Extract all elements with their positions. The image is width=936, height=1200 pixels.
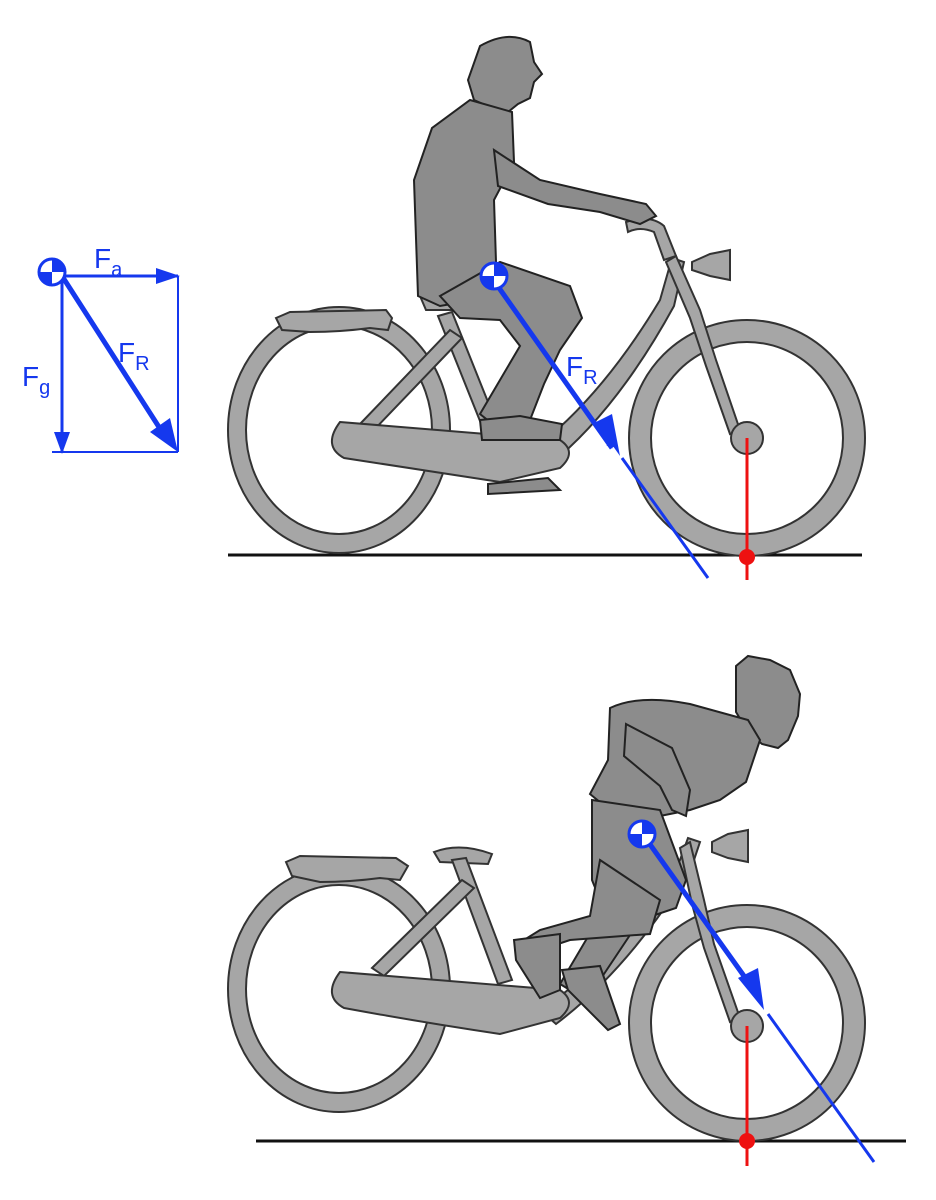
upper-bicycle — [227, 217, 866, 558]
contact-point-icon — [739, 1133, 755, 1149]
legend-fg-label: Fg — [22, 361, 50, 399]
upper-fr-arrowhead — [596, 414, 620, 456]
upper-rider-arm — [492, 148, 658, 226]
center-of-mass-icon — [479, 261, 509, 291]
lower-rider-foot-front — [560, 964, 622, 1032]
upper-scene: FR — [227, 35, 866, 580]
contact-point-icon — [739, 549, 755, 565]
upper-rear-rack — [274, 308, 394, 334]
fr-vector — [59, 274, 169, 440]
lower-saddle — [432, 846, 494, 866]
fr-arrowhead — [150, 418, 178, 452]
center-of-mass-icon — [627, 819, 657, 849]
upper-fr-vector — [489, 276, 615, 450]
legend-fa-label: Fa — [94, 243, 123, 281]
upper-handlebar — [624, 217, 678, 262]
lower-rider — [512, 654, 802, 1032]
lower-bicycle — [227, 828, 866, 1143]
upper-fr-extension — [620, 457, 710, 579]
center-of-mass-icon — [37, 257, 67, 287]
force-legend: Fa Fg FR — [22, 243, 180, 454]
lower-scene — [227, 654, 906, 1166]
upper-rider-foot — [478, 414, 564, 441]
fg-arrowhead — [54, 432, 70, 454]
lower-headlight — [711, 828, 749, 864]
upper-rider — [412, 35, 658, 496]
lower-fr-extension — [766, 1013, 876, 1163]
lower-rider-foot — [512, 932, 561, 1000]
lower-rider-arm — [622, 722, 692, 818]
upper-rider-head — [466, 35, 544, 114]
lower-fr-arrowhead — [738, 968, 764, 1010]
lower-chainguard — [331, 970, 570, 1036]
lower-fr-vector — [641, 834, 757, 992]
upper-fork — [664, 254, 742, 436]
lower-frame-stay — [370, 878, 476, 978]
fa-arrowhead — [156, 268, 180, 284]
legend-fr-label: FR — [118, 337, 150, 375]
lower-rear-rack — [284, 854, 410, 884]
upper-fr-label: FR — [566, 351, 598, 389]
upper-rider-foot-lower — [487, 476, 563, 496]
lower-seat-tube — [450, 856, 514, 986]
upper-headlight — [691, 248, 731, 282]
